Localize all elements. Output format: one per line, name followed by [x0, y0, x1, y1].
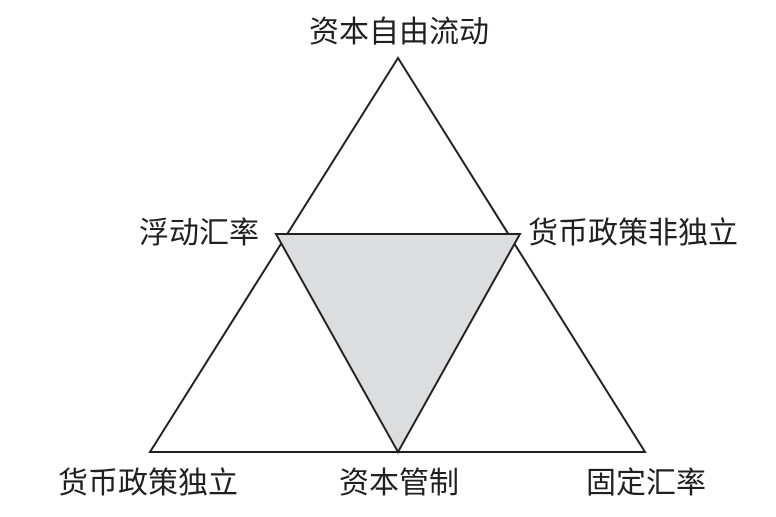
label-right-mid: 货币政策非独立 [528, 216, 738, 251]
label-bottom-left: 货币政策独立 [58, 466, 238, 501]
label-left-mid: 浮动汇率 [139, 216, 259, 251]
label-bottom-center: 资本管制 [339, 466, 459, 501]
label-bottom-right: 固定汇率 [586, 466, 706, 501]
inner-shaded-triangle [274, 233, 522, 455]
label-top: 资本自由流动 [309, 15, 489, 50]
